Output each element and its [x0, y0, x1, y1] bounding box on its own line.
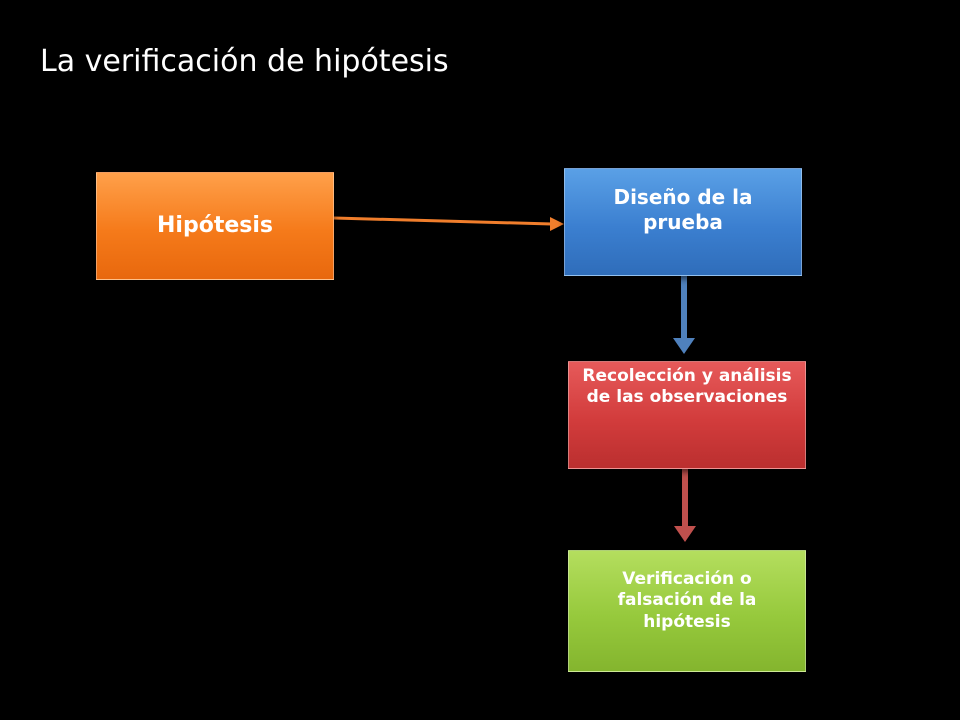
- node-hipotesis: Hipótesis: [96, 172, 334, 280]
- node-verificacion-label: Verificación o falsación de la hipótesis: [617, 569, 757, 632]
- node-diseno-label: Diseño de la prueba: [613, 185, 753, 234]
- slide-title: La verificación de hipótesis: [40, 44, 449, 79]
- arrow-hipotesis-to-diseno: [333, 216, 564, 231]
- node-recoleccion-label: Recolección y análisis de las observacio…: [582, 366, 792, 408]
- node-diseno-prueba: Diseño de la prueba: [564, 168, 802, 276]
- node-recoleccion-analisis: Recolección y análisis de las observacio…: [568, 361, 806, 469]
- node-verificacion-falsacion: Verificación o falsación de la hipótesis: [568, 550, 806, 672]
- arrow-recoleccion-to-verificacion: [674, 469, 696, 542]
- node-hipotesis-label: Hipótesis: [157, 213, 273, 239]
- arrow-diseno-to-recoleccion: [673, 276, 695, 354]
